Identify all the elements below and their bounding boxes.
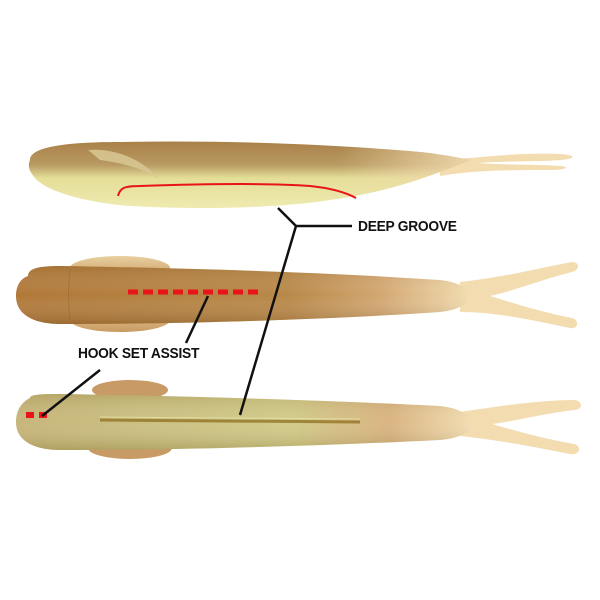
lure-top-view (16, 256, 578, 332)
deep-groove-label: DEEP GROOVE (358, 218, 457, 235)
deep-groove-leader-side (277, 207, 297, 227)
deep-groove-channel (99, 418, 361, 424)
hook-set-leader-top (184, 295, 210, 344)
callout-lines (41, 207, 352, 417)
lure-bottom-view (16, 380, 581, 459)
hook-set-leader-nose (41, 369, 101, 417)
groove-outline-marker (117, 183, 357, 199)
lure-side-view (28, 141, 573, 208)
hook-set-nose-marker-1 (26, 412, 34, 418)
deep-groove-leader-bottom (238, 225, 298, 416)
hook-set-assist-label: HOOK SET ASSIST (78, 345, 200, 362)
